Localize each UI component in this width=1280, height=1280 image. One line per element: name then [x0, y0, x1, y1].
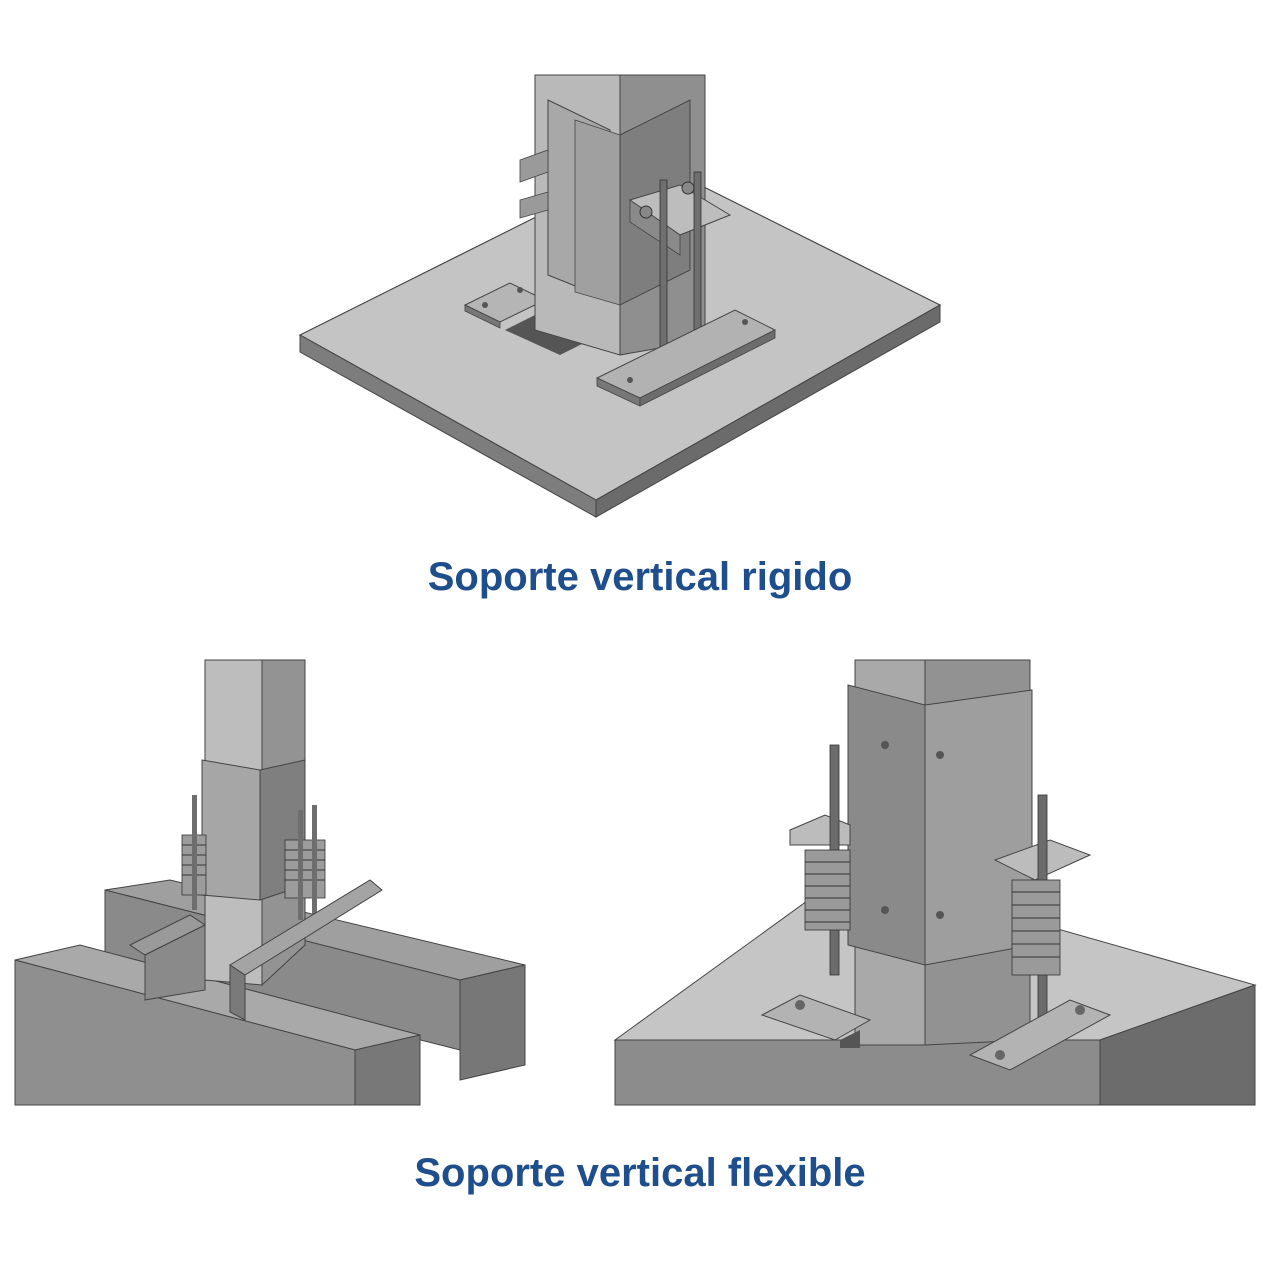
slab-opening: [840, 1030, 860, 1048]
spring-isolator-left: [789, 744, 851, 976]
caption-rigid-support: Soporte vertical rigido: [427, 555, 853, 599]
front-beam: [14, 944, 421, 1106]
support-bracket: [628, 171, 732, 351]
rigid-support-illustration: [298, 74, 942, 518]
spring-isolator-right: [284, 805, 326, 920]
angle-bracket-left: [129, 914, 206, 1001]
steel-column: [201, 659, 306, 987]
bearing-plate-right: [968, 999, 1112, 1071]
flexible-support-beam-illustration: [14, 659, 526, 1106]
spring-isolator-right: [993, 794, 1092, 1026]
bearing-plate-left: [760, 994, 872, 1041]
bearing-plate-right: [595, 309, 777, 407]
flexible-support-slab-illustration: [613, 659, 1257, 1106]
caption-flexible-support: Soporte vertical flexible: [414, 1151, 866, 1195]
angle-bracket-right: [229, 879, 383, 1021]
bearing-plate-left: [463, 282, 547, 329]
steel-column: [847, 659, 1033, 1046]
spring-isolator-left: [181, 795, 207, 910]
